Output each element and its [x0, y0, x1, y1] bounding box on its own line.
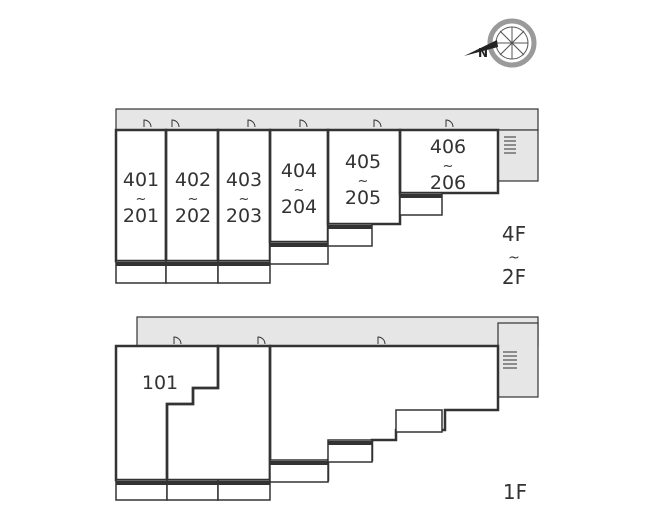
unit-label-top: 401 — [123, 169, 159, 191]
floor-label-bottom: 2F — [502, 265, 526, 289]
compass-north-label: N — [478, 46, 488, 60]
upper-floor-plan: 401 ~ 201 402 ~ 202 403 ~ 203 404 ~ 204 … — [114, 108, 539, 289]
unit-label-bottom: 206 — [430, 172, 466, 194]
unit-label-tilde: ~ — [188, 192, 199, 207]
unit-label-tilde: ~ — [136, 192, 147, 207]
ground-balcony-4 — [269, 459, 329, 483]
upper-stairs-icon — [504, 136, 516, 154]
compass-icon: N — [464, 18, 537, 68]
floor-label-tilde: ~ — [508, 250, 520, 266]
balcony-404 — [269, 241, 329, 265]
floor-label-1f: 1F — [503, 480, 527, 504]
ground-corridor — [136, 316, 539, 347]
balcony-405 — [327, 223, 373, 247]
ground-balcony-6 — [395, 409, 443, 433]
unit-label-tilde: ~ — [239, 192, 250, 207]
balcony-406 — [399, 192, 443, 216]
unit-label-101: 101 — [142, 372, 178, 394]
floor-label-top: 4F — [502, 222, 526, 246]
unit-outline-102 — [165, 344, 272, 482]
unit-label-bottom: 205 — [345, 187, 381, 209]
unit-label-bottom: 203 — [226, 205, 262, 227]
balcony-403 — [217, 260, 271, 284]
unit-label-tilde: ~ — [443, 159, 454, 174]
unit-label-top: 405 — [345, 151, 381, 173]
upper-door-icons — [143, 119, 454, 128]
unit-label-top: 406 — [430, 136, 466, 158]
unit-label-top: 404 — [281, 160, 317, 182]
unit-label-tilde: ~ — [294, 183, 305, 198]
upper-stair-landing — [497, 129, 539, 182]
unit-label-tilde: ~ — [358, 174, 369, 189]
ground-balcony-5 — [327, 439, 373, 463]
ground-stairs-icon — [503, 351, 517, 369]
unit-label-bottom: 204 — [281, 196, 317, 218]
unit-outline-406 — [398, 128, 500, 195]
unit-label-bottom: 201 — [123, 205, 159, 227]
unit-label-top: 402 — [175, 169, 211, 191]
unit-label-top: 403 — [226, 169, 262, 191]
ground-door-icons — [173, 336, 386, 345]
ground-floor-plan: 101 1F — [114, 316, 539, 504]
unit-label-bottom: 202 — [175, 205, 211, 227]
